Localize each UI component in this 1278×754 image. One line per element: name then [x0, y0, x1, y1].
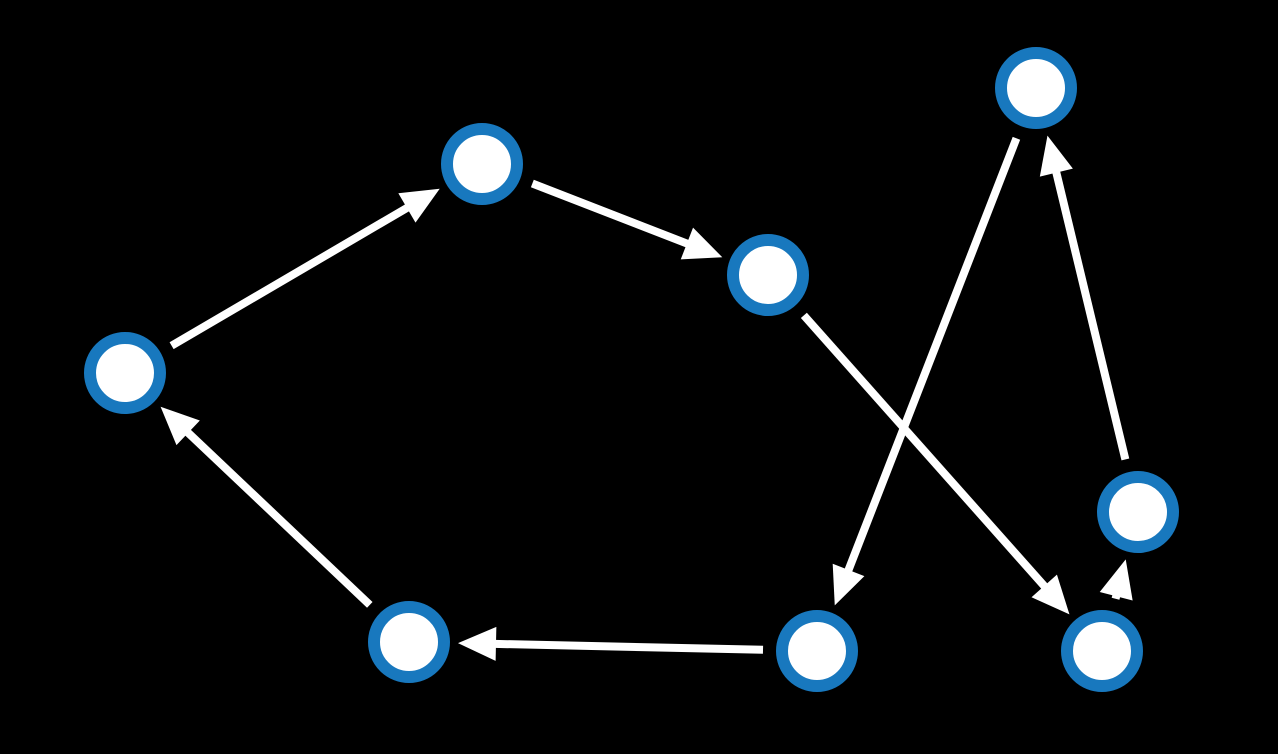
arrowhead-icon [680, 227, 723, 260]
edge-line [800, 312, 1052, 594]
graph-edge-node-bottom-right-to-node-right [1099, 559, 1133, 601]
arrowhead-icon [457, 626, 497, 661]
edge-line [842, 136, 1021, 577]
graph-node-upper[interactable] [441, 123, 523, 205]
graph-node-bottom-left[interactable] [368, 601, 450, 683]
arrowhead-icon [832, 563, 865, 606]
graph-edge-node-right-to-node-top-right [1039, 135, 1130, 461]
arrowhead-icon [160, 406, 200, 446]
edge-line [530, 179, 694, 250]
graph-node-left[interactable] [84, 332, 166, 414]
graph-edge-node-bottom-left-to-node-left [160, 406, 373, 608]
arrowhead-icon [1099, 559, 1133, 601]
edge-line [489, 639, 764, 654]
graph-node-bottom-right[interactable] [1061, 610, 1143, 692]
graph-edge-node-left-to-node-upper [169, 188, 440, 350]
arrowhead-icon [1031, 574, 1070, 615]
edge-line [169, 201, 415, 350]
graph-node-bottom-mid[interactable] [776, 610, 858, 692]
edge-line [181, 425, 373, 608]
graph-edge-node-middle-to-node-bottom-right [800, 312, 1070, 615]
graph-node-middle[interactable] [727, 234, 809, 316]
graph-node-top-right[interactable] [995, 47, 1077, 129]
graph-node-right[interactable] [1097, 471, 1179, 553]
graph-edge-node-upper-to-node-middle [530, 179, 723, 260]
graph-edge-node-top-right-to-node-bottom-mid [832, 136, 1021, 606]
graph-edge-node-bottom-mid-to-node-bottom-left [457, 626, 764, 661]
edge-line [1051, 165, 1130, 461]
arrowhead-icon [1039, 135, 1073, 177]
arrowhead-icon [398, 188, 440, 223]
